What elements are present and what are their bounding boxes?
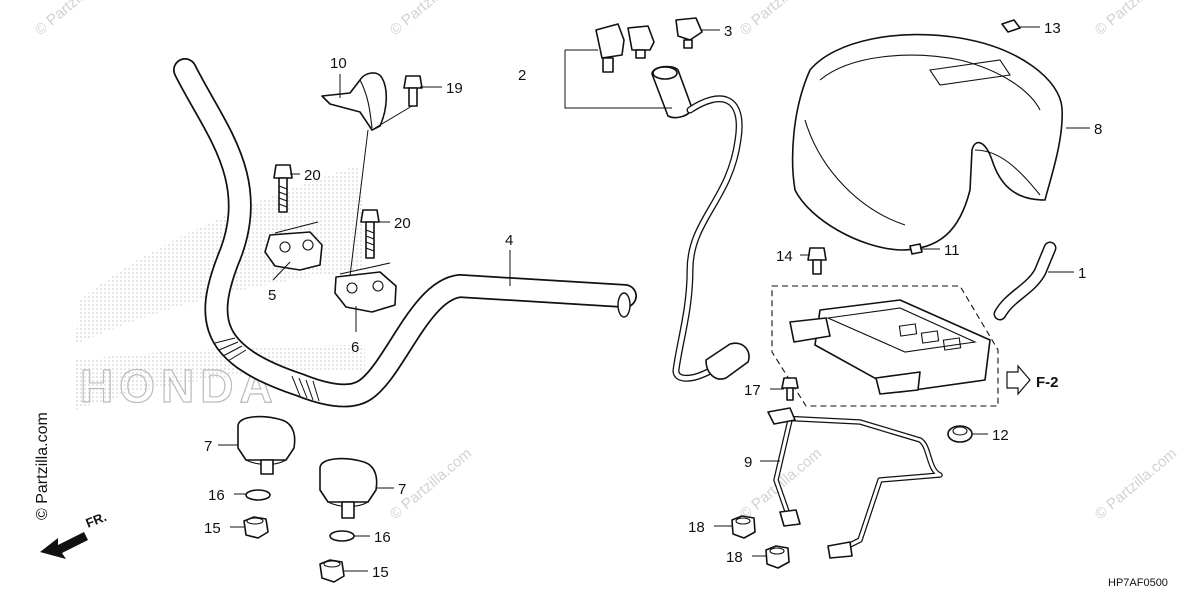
callout-18: 18: [688, 519, 705, 536]
clip-3: [675, 17, 703, 49]
upper-holder-5: [264, 221, 323, 271]
nut-15-b: [319, 559, 345, 583]
callout-2: 2: [518, 67, 526, 84]
lower-holder-7-b: [319, 457, 378, 519]
handlebar: [173, 58, 637, 408]
callout-13: 13: [1044, 20, 1061, 37]
lower-holder-7-a: [237, 415, 296, 475]
handlebar-cover-8: [791, 33, 1063, 251]
f2-reference-arrow: F-2: [1006, 364, 1059, 396]
callout-9: 9: [744, 454, 752, 471]
front-arrow: FR.: [40, 509, 109, 559]
callout-18: 18: [726, 549, 743, 566]
bolt-19: [403, 75, 423, 107]
callout-19: 19: [446, 80, 463, 97]
f2-label: F-2: [1036, 374, 1059, 391]
watermark: © Partzilla.com: [1092, 0, 1180, 39]
callout-6: 6: [351, 339, 359, 356]
connector-2: [595, 23, 655, 73]
nut-15-a: [243, 516, 269, 539]
upper-holder-6: [334, 262, 397, 313]
watermark: © Partzilla.com: [737, 0, 825, 39]
nut-18-a: [731, 515, 756, 539]
callout-16: 16: [208, 487, 225, 504]
watermark: © Partzilla.com: [32, 0, 120, 39]
callout-16: 16: [374, 529, 391, 546]
screw-11: [909, 243, 923, 255]
callout-20: 20: [304, 167, 321, 184]
callout-8: 8: [1094, 121, 1102, 138]
watermark: © Partzilla.com: [1092, 445, 1180, 523]
watermark: © Partzilla.com: [387, 0, 475, 39]
callout-12: 12: [992, 427, 1009, 444]
meter-assembly: [771, 285, 999, 407]
tube-1: [993, 241, 1057, 321]
callout-1: 1: [1078, 265, 1086, 282]
front-arrow-label: FR.: [84, 509, 109, 531]
callout-20: 20: [394, 215, 411, 232]
bracket-10: [321, 72, 413, 277]
bolt-14: [807, 247, 827, 275]
callout-11: 11: [944, 242, 960, 259]
callout-15: 15: [204, 520, 221, 537]
grip-knurl: [214, 337, 320, 402]
callout-15: 15: [372, 564, 389, 581]
bolt-17: [781, 377, 799, 401]
washer-16-a: [245, 489, 271, 501]
clip-13: [1001, 19, 1021, 33]
washer-16-b: [329, 530, 355, 542]
callout-10: 10: [330, 55, 347, 72]
callout-7: 7: [398, 481, 406, 498]
nut-18-b: [765, 545, 790, 569]
grommet-12: [947, 425, 973, 443]
callout-5: 5: [268, 287, 276, 304]
stay-9: [767, 407, 943, 559]
side-watermark: © Partzilla.com: [34, 412, 51, 520]
bolt-20-a: [273, 164, 293, 213]
callout-3: 3: [724, 23, 732, 40]
callout-14: 14: [776, 248, 793, 265]
leader-lines: [218, 26, 1090, 572]
drawing-code: HP7AF0500: [1108, 577, 1168, 589]
callout-4: 4: [505, 232, 513, 249]
ignition-switch: [564, 49, 750, 382]
callouts: 1 2 3 4 5 6 7 7 8 9 10 11 12 13 14 15 15…: [204, 20, 1102, 581]
callout-7: 7: [204, 438, 212, 455]
callout-17: 17: [744, 382, 761, 399]
